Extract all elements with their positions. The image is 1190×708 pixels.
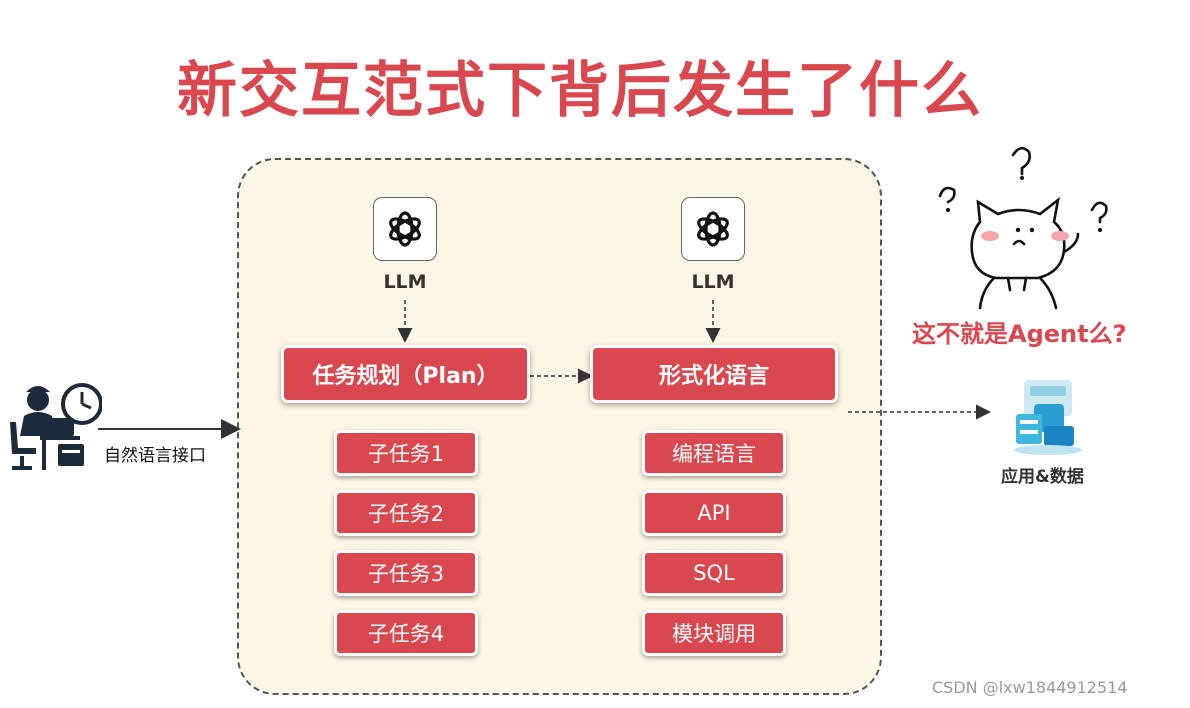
formal-item-box: SQL bbox=[642, 550, 786, 596]
agent-question-text: 这不就是Agent么? bbox=[912, 314, 1127, 349]
confused-cat-icon bbox=[928, 140, 1124, 315]
openai-logo-icon bbox=[373, 197, 437, 261]
subtask-box: 子任务2 bbox=[334, 490, 478, 536]
watermark: CSDN @lxw1844912514 bbox=[932, 678, 1128, 697]
openai-logo-icon bbox=[681, 197, 745, 261]
llm-label-left: LLM bbox=[345, 271, 465, 293]
task-planning-box: 任务规划（Plan） bbox=[281, 345, 530, 403]
subtask-box: 子任务1 bbox=[334, 430, 478, 476]
llm-label-right: LLM bbox=[653, 271, 773, 293]
formal-item-box: 模块调用 bbox=[642, 610, 786, 656]
subtask-box: 子任务4 bbox=[334, 610, 478, 656]
app-data-icon bbox=[1004, 374, 1090, 456]
formal-language-box: 形式化语言 bbox=[590, 345, 838, 403]
subtask-box: 子任务3 bbox=[334, 550, 478, 596]
app-data-label: 应用&数据 bbox=[1001, 462, 1084, 487]
formal-item-box: 编程语言 bbox=[642, 430, 786, 476]
formal-item-box: API bbox=[642, 490, 786, 536]
